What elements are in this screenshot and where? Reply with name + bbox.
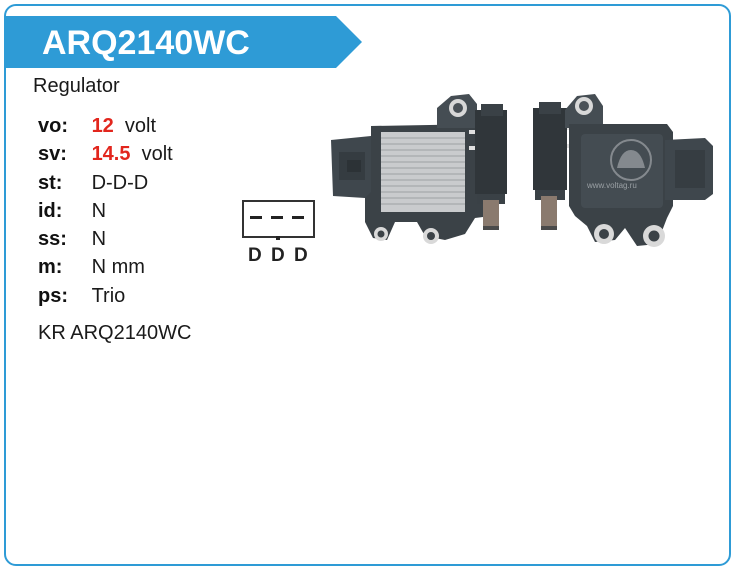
spec-list: vo: 12 volt sv: 14.5 volt st: D-D-D id: …	[38, 115, 173, 313]
cross-reference-code: KR ARQ2140WC	[38, 322, 192, 344]
connector-dash	[271, 216, 283, 219]
spec-row-ps: ps: Trio	[38, 285, 173, 313]
spec-key: id:	[38, 199, 63, 222]
spec-value: D-D-D	[91, 171, 149, 194]
spec-value: N mm	[91, 256, 145, 279]
spec-value-highlight: 12	[91, 115, 114, 137]
spec-value: Trio	[91, 284, 126, 307]
spec-row-ss: ss: N	[38, 228, 173, 256]
spec-row-id: id: N	[38, 200, 173, 228]
spec-key: m:	[38, 256, 63, 279]
spec-key: st:	[38, 171, 63, 194]
title-banner: ARQ2140WC	[6, 10, 362, 68]
connector-dash	[250, 216, 262, 219]
connector-pin-mark	[276, 236, 280, 240]
spec-row-m: m: N mm	[38, 256, 173, 284]
spec-key: vo:	[38, 115, 68, 137]
connector-pins-label: D D D	[248, 245, 310, 266]
spec-value-highlight: 14.5	[91, 143, 131, 166]
connector-dash	[292, 216, 304, 219]
spec-row-sv: sv: 14.5 volt	[38, 143, 173, 171]
spec-key: sv:	[38, 143, 67, 166]
banner-shape	[6, 16, 362, 68]
product-card	[4, 4, 731, 566]
watermark-logo-icon	[610, 139, 652, 181]
product-type: Regulator	[33, 75, 120, 97]
regulator-front-view	[331, 94, 507, 244]
spec-key: ps:	[38, 284, 68, 307]
spec-value: N	[91, 228, 107, 251]
spec-row-vo: vo: 12 volt	[38, 115, 173, 143]
connector-diagram	[242, 200, 315, 238]
watermark-text: www.voltag.ru	[586, 181, 637, 190]
spec-unit: volt	[136, 143, 173, 166]
regulator-rear-view	[533, 94, 713, 247]
part-number-title: ARQ2140WC	[42, 24, 250, 62]
spec-value: N	[91, 199, 107, 222]
spec-unit: volt	[119, 115, 157, 137]
regulator-photo: www.voltag.ru	[331, 94, 713, 247]
spec-row-st: st: D-D-D	[38, 172, 173, 200]
spec-key: ss:	[38, 228, 67, 251]
